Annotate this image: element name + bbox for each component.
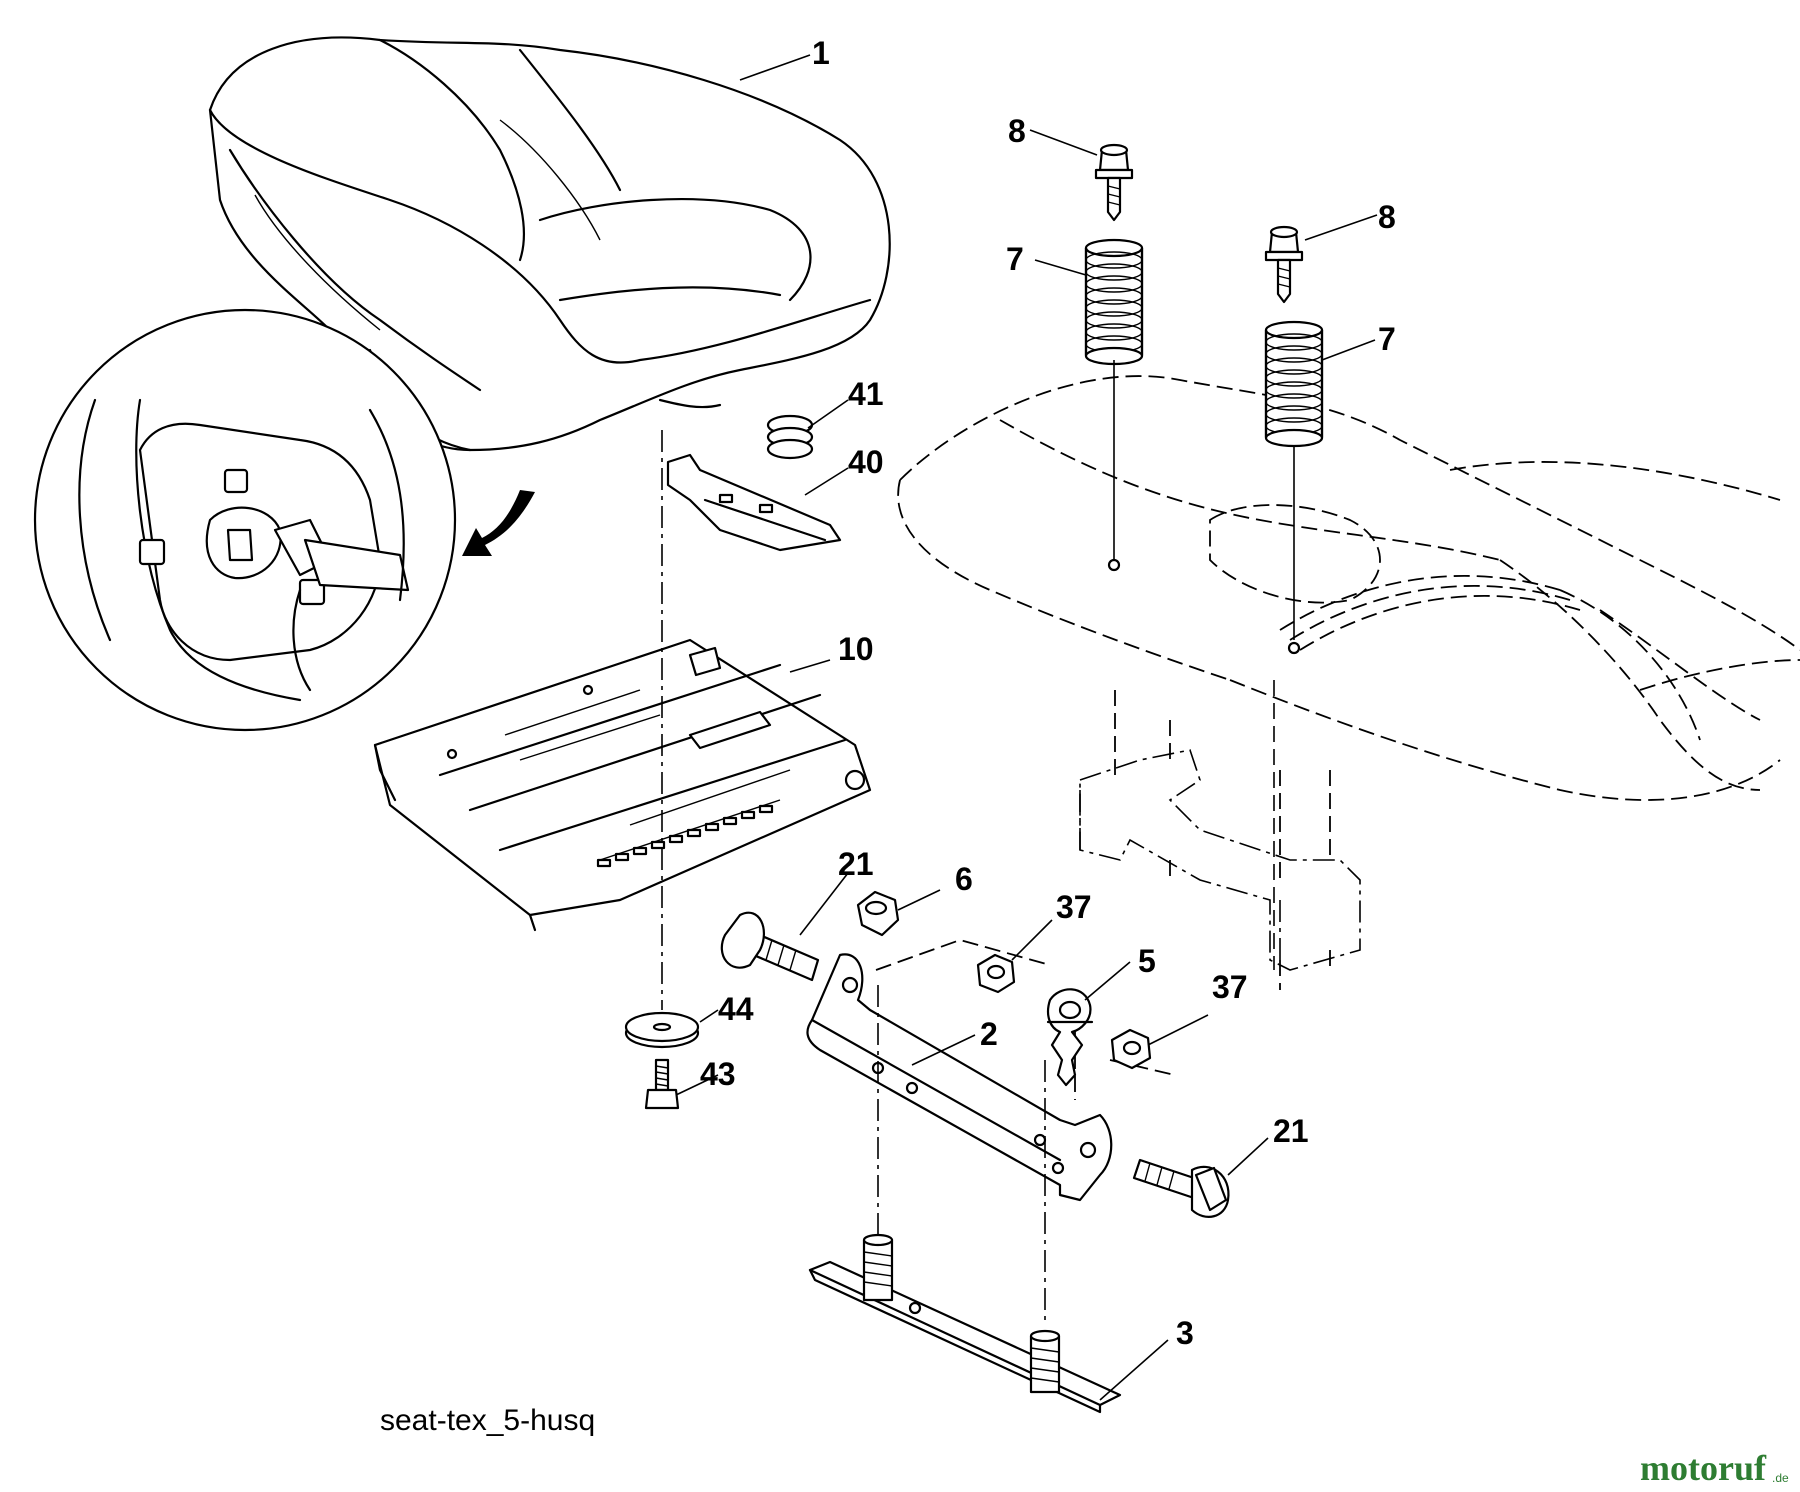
callout-1: 1 — [812, 35, 830, 71]
callout-41: 41 — [848, 376, 884, 412]
callouts: 1 8 8 7 7 41 40 10 21 6 37 5 37 2 44 43 … — [700, 35, 1396, 1351]
slot-row — [596, 804, 774, 868]
nut-6 — [856, 890, 900, 937]
seat-latch — [666, 453, 842, 552]
bolt-21-lower — [1132, 1158, 1230, 1218]
washer-44 — [624, 1011, 700, 1049]
nut-37-lower — [1110, 1028, 1152, 1070]
callout-7-right: 7 — [1378, 321, 1396, 357]
callout-2: 2 — [980, 1016, 998, 1052]
detail-inset — [33, 308, 457, 732]
bolt-8-left — [1094, 143, 1134, 222]
callout-5: 5 — [1138, 943, 1156, 979]
callout-7-left: 7 — [1006, 241, 1024, 277]
callout-21-lower: 21 — [1273, 1113, 1309, 1149]
callout-44: 44 — [718, 991, 754, 1027]
callout-8-left: 8 — [1008, 113, 1026, 149]
callout-6: 6 — [955, 861, 973, 897]
mounting-bracket — [806, 939, 1176, 1202]
spring-41 — [766, 414, 814, 460]
curved-arrow-icon — [462, 490, 535, 556]
diagram-caption: seat-tex_5-husq — [380, 1404, 595, 1437]
bolt-8-right — [1264, 225, 1304, 304]
seat-pan — [373, 638, 872, 932]
callout-43: 43 — [700, 1056, 736, 1092]
frame-bracket — [1079, 690, 1361, 990]
stud-left — [862, 1233, 894, 1302]
spring-7-right — [1264, 320, 1324, 448]
callout-10: 10 — [838, 631, 874, 667]
stud-right — [1029, 1329, 1061, 1394]
watermark-suffix: .de — [1772, 1471, 1789, 1485]
callout-21-upper: 21 — [838, 846, 874, 882]
callout-40: 40 — [848, 444, 884, 480]
spring-7-left — [1084, 238, 1144, 366]
bolt-21-upper — [720, 911, 820, 982]
callout-37-lower: 37 — [1212, 969, 1248, 1005]
base-plate — [808, 1233, 1122, 1414]
fender-outline — [897, 375, 1800, 801]
clip-5 — [1046, 988, 1094, 1087]
bolt-43 — [644, 1058, 680, 1110]
callout-3: 3 — [1176, 1315, 1194, 1351]
leader-lines — [675, 54, 1378, 1401]
nut-37-upper — [976, 953, 1016, 994]
callout-8-right: 8 — [1378, 199, 1396, 235]
watermark-logo: motoruf .de — [1640, 1448, 1789, 1488]
callout-37-upper: 37 — [1056, 889, 1092, 925]
watermark-brand: motoruf — [1640, 1448, 1767, 1488]
